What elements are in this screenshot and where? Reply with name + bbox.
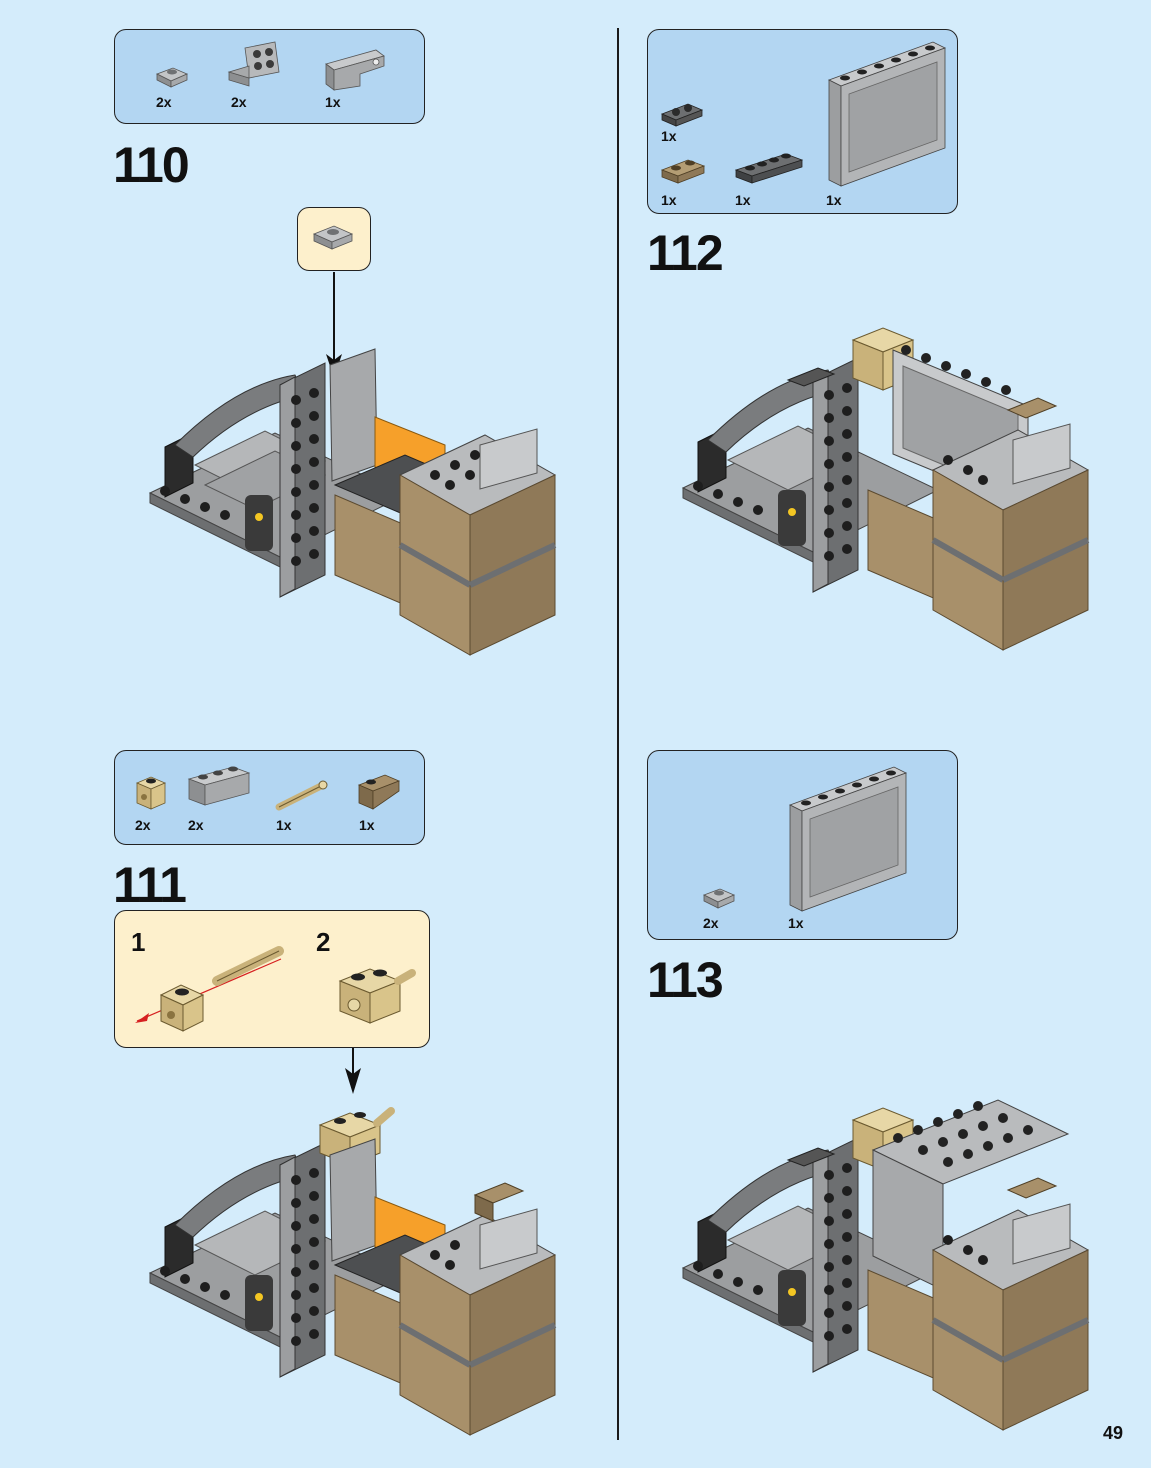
parts-box-step-113: 2x 1x xyxy=(647,750,958,940)
part-qty: 2x xyxy=(135,817,151,833)
tan-slope-part xyxy=(355,769,405,814)
part-qty: 1x xyxy=(276,817,292,833)
part-qty: 2x xyxy=(156,94,172,110)
gray-plate-1x1-part xyxy=(153,64,193,94)
gray-plate-1x1-part xyxy=(700,885,740,915)
model-step-113 xyxy=(678,1090,1098,1440)
parts-box-step-112: 1x 1x 1x 1x xyxy=(647,29,958,214)
step-number: 112 xyxy=(647,228,722,278)
gray-bar-holder-part xyxy=(320,46,390,96)
parts-box-step-110: 2x 2x 1x xyxy=(114,29,425,124)
part-qty: 1x xyxy=(325,94,341,110)
part-qty: 1x xyxy=(788,915,804,931)
dark-gray-plate-1x4-part xyxy=(732,152,807,186)
callout-step-110 xyxy=(297,207,371,271)
part-qty: 2x xyxy=(703,915,719,931)
sub-step-2-assembly xyxy=(330,951,430,1041)
part-qty: 1x xyxy=(661,128,677,144)
part-qty: 1x xyxy=(359,817,375,833)
model-step-112 xyxy=(678,310,1098,660)
step-number: 113 xyxy=(647,955,722,1005)
part-qty: 1x xyxy=(826,192,842,208)
gray-panel-1x6x5-part xyxy=(784,761,914,911)
parts-box-step-111: 2x 2x 1x 1x xyxy=(114,750,425,845)
callout-step-111: 1 2 xyxy=(114,910,430,1048)
gray-panel-1x6x5-part xyxy=(823,36,953,186)
gray-plate-1x1-callout-part xyxy=(310,220,360,260)
step-number: 111 xyxy=(113,860,185,910)
step-number: 110 xyxy=(113,140,188,190)
model-step-111 xyxy=(145,1095,565,1445)
tan-brick-1x1-part xyxy=(133,773,173,813)
tan-technic-pin-part xyxy=(273,775,333,815)
placement-arrow xyxy=(343,1048,363,1098)
column-divider xyxy=(617,28,619,1440)
part-qty: 1x xyxy=(735,192,751,208)
part-qty: 1x xyxy=(661,192,677,208)
model-step-110 xyxy=(145,345,565,665)
page-number: 49 xyxy=(1103,1423,1123,1444)
tan-plate-1x2-part xyxy=(658,158,708,188)
part-qty: 2x xyxy=(188,817,204,833)
sub-step-1-assembly xyxy=(131,929,301,1039)
part-qty: 2x xyxy=(231,94,247,110)
gray-brick-1x3-part xyxy=(185,765,255,810)
gray-bracket-part xyxy=(227,42,287,92)
sub-step-number: 2 xyxy=(316,927,330,958)
